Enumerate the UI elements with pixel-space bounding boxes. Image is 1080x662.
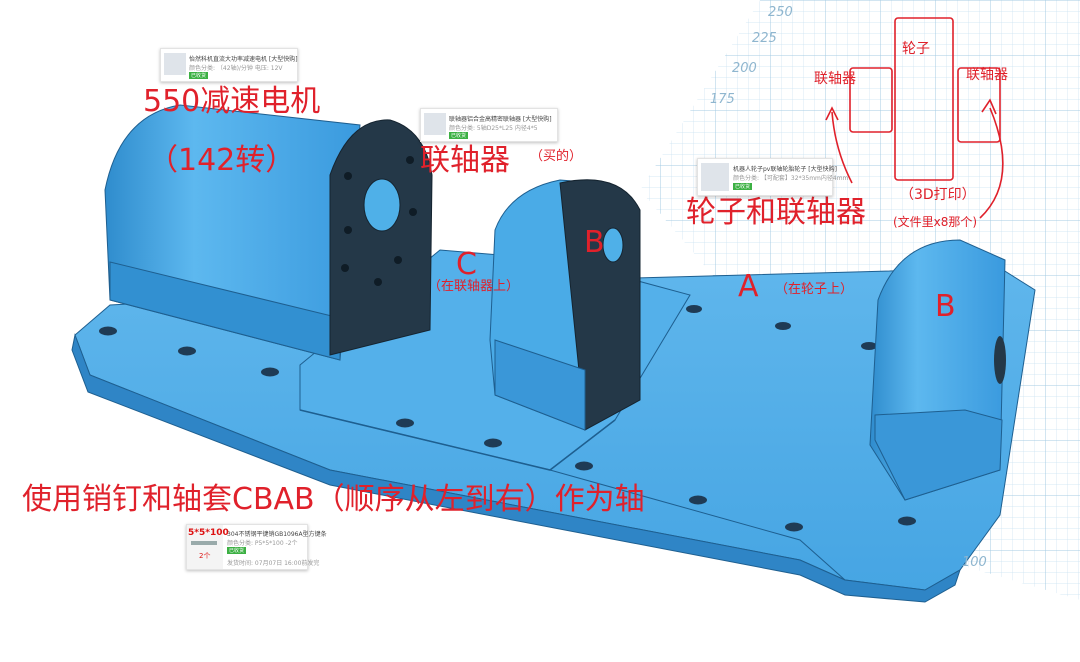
- pin-thumb-qty: 2个: [199, 552, 211, 560]
- a-letter: A: [738, 269, 759, 304]
- ruler-tick-2: 200: [732, 61, 757, 76]
- right-bearing-block: [869, 239, 1006, 501]
- c-note: （在联轴器上）: [428, 279, 520, 294]
- motor-speed-label: （142转）: [148, 143, 296, 178]
- b-letter-right: B: [935, 289, 956, 324]
- wheel-card-badge: 已收货: [733, 183, 753, 190]
- wheel-product-card: 机器人轮子pv联轴轮胎轮子 [大型快购] 颜色分类: 【可配套】32*35mm内…: [697, 158, 848, 196]
- c-letter: C: [456, 247, 477, 282]
- motor-mount: [104, 104, 433, 361]
- hand-sketch: [825, 17, 1004, 219]
- a-note: （在轮子上）: [775, 282, 854, 297]
- motor-product-card: 怡然科机直流大功率减速电机 [大型快购] 颜色分类: （42轴)/分钟 电压: …: [160, 48, 298, 82]
- coupler-card-sub: 颜色分类: 5轴D25*L25 内径4*5: [449, 125, 538, 132]
- pin-bar-icon: [191, 541, 217, 545]
- ruler-ticks: 250 225 200 175 100: [710, 5, 987, 570]
- motor-thumbnail: [164, 53, 186, 75]
- sketch-right-label: 联轴器: [966, 67, 1008, 83]
- wheel-coupler-label: 轮子和联轴器: [686, 195, 866, 230]
- b-letter-middle: B: [584, 225, 605, 260]
- coupler-card-badge: 已收货: [449, 132, 469, 139]
- pin-card-time: 发货时间: 07月07日 16:00前发完: [227, 560, 320, 567]
- wheel-card-sub: 颜色分类: 【可配套】32*35mm内径4mm: [733, 175, 849, 182]
- ruler-tick-1: 225: [752, 31, 777, 46]
- pin-thumb-text: 5*5*100: [188, 528, 229, 538]
- pin-card-badge: 已收货: [227, 547, 247, 554]
- sketch-wheel-box: [894, 17, 954, 181]
- motor-card-sub: 颜色分类: （42轴)/分钟 电压: 12V: [189, 65, 283, 72]
- sketch-left-arrow: [831, 111, 853, 184]
- sketch-right-coupler-box: [957, 67, 1001, 143]
- ruler-tick-4: 100: [962, 555, 987, 570]
- pin-card-sub: 颜色分类: P5*5*100 -2个: [227, 540, 298, 547]
- motor-card-title: 怡然科机直流大功率减速电机 [大型快购]: [189, 56, 298, 63]
- sketch-left-coupler-box: [849, 67, 893, 133]
- motor-card-badge: 已收货: [189, 72, 209, 79]
- coupler-left-note: （买的）: [530, 149, 583, 164]
- coupler-thumbnail: [424, 113, 446, 135]
- pin-card-title: 304不锈钢平键销GB1096A型方键条: [227, 531, 327, 538]
- motor-title-label: 550减速电机: [143, 84, 321, 119]
- coupler-left-label: 联轴器: [420, 143, 510, 178]
- bottom-note: 使用销钉和轴套CBAB（顺序从左到右）作为轴: [22, 482, 645, 517]
- sketch-print-note: （3D打印）: [900, 187, 976, 203]
- coupler-card-title: 联轴器铝合金高精密联轴器 [大型快购]: [449, 116, 552, 123]
- wheel-coupler-note: (文件里x8那个): [893, 215, 978, 229]
- wheel-card-title: 机器人轮子pv联轴轮胎轮子 [大型快购]: [733, 166, 837, 173]
- pin-product-card: 5*5*100 2个 304不锈钢平键销GB1096A型方键条 颜色分类: P5…: [186, 524, 327, 570]
- sketch-center-label: 轮子: [902, 41, 930, 57]
- pin-thumbnail: 5*5*100 2个: [187, 525, 229, 569]
- sketch-right-arrow: [979, 107, 1004, 219]
- coupler-product-card: 联轴器铝合金高精密联轴器 [大型快购] 颜色分类: 5轴D25*L25 内径4*…: [420, 108, 558, 142]
- ruler-tick-0: 250: [768, 5, 793, 20]
- sketch-left-label: 联轴器: [814, 71, 856, 87]
- ruler-tick-3: 175: [710, 92, 735, 107]
- middle-bearing-block: [489, 179, 641, 431]
- wheel-thumbnail: [701, 163, 729, 191]
